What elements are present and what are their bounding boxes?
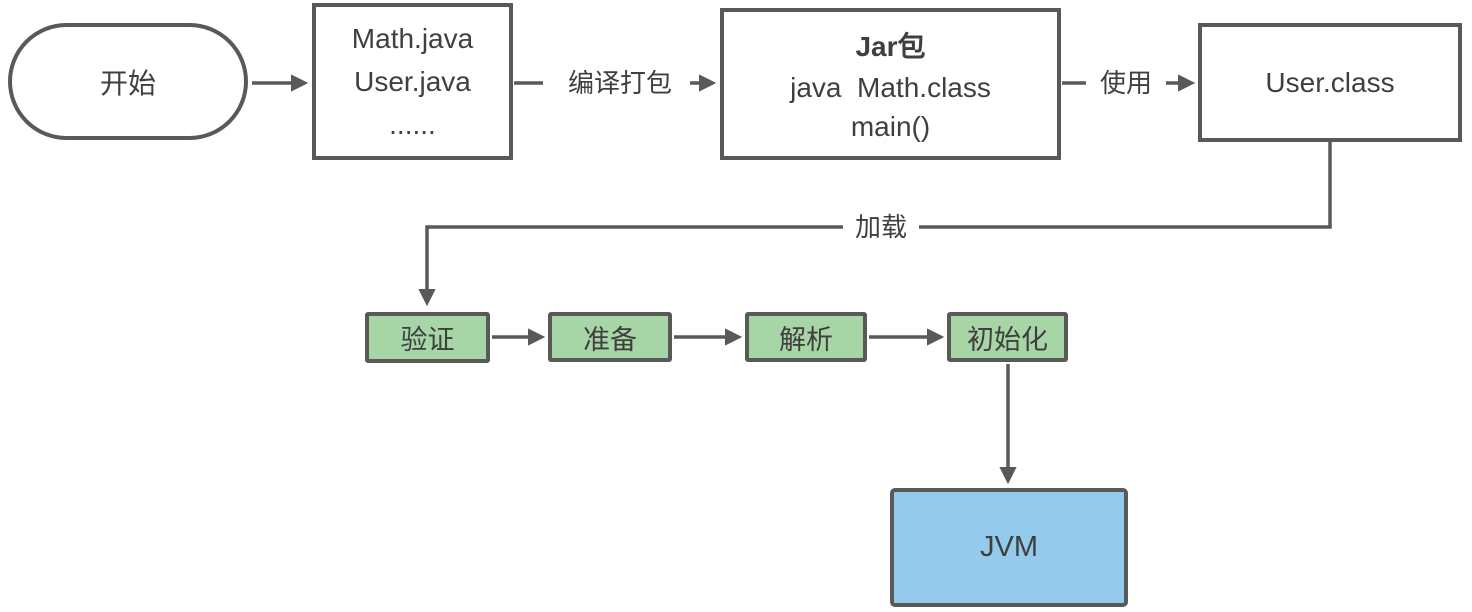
source-file-line-1: Math.java (351, 22, 474, 54)
edge-load-elbow-right (918, 142, 1332, 229)
start-label: 开始 (99, 67, 156, 99)
source-file-line-2: User.java (354, 65, 471, 97)
source-file-line-3: ...... (389, 108, 436, 140)
stage-verify-node: 验证 (365, 312, 490, 363)
jvm-node: JVM (890, 488, 1128, 607)
stage-initialize-node: 初始化 (947, 312, 1068, 362)
user-class-node: User.class (1198, 23, 1462, 142)
stage-resolve-node: 解析 (745, 312, 867, 362)
prepare-label: 准备 (583, 324, 637, 355)
edge-label-load: 加载 (843, 212, 919, 242)
jar-line-2: main() (850, 110, 931, 142)
jar-line-1: java Math.class (790, 71, 991, 103)
resolve-label: 解析 (779, 324, 833, 355)
user-class-label: User.class (1265, 66, 1395, 98)
edge-label-compile-package: 编译打包 (550, 68, 690, 98)
stage-prepare-node: 准备 (548, 312, 672, 362)
jar-node: Jar包 java Math.class main() (720, 8, 1061, 160)
edge-label-use: 使用 (1090, 68, 1162, 98)
jvm-label: JVM (980, 531, 1038, 563)
verify-label: 验证 (400, 325, 455, 355)
edge-load-elbow-left-arrow (418, 225, 845, 307)
source-files-node: Math.java User.java ...... (312, 3, 513, 160)
initialize-label: 初始化 (967, 324, 1048, 355)
start-node: 开始 (8, 23, 248, 140)
jar-title: Jar包 (855, 31, 926, 63)
